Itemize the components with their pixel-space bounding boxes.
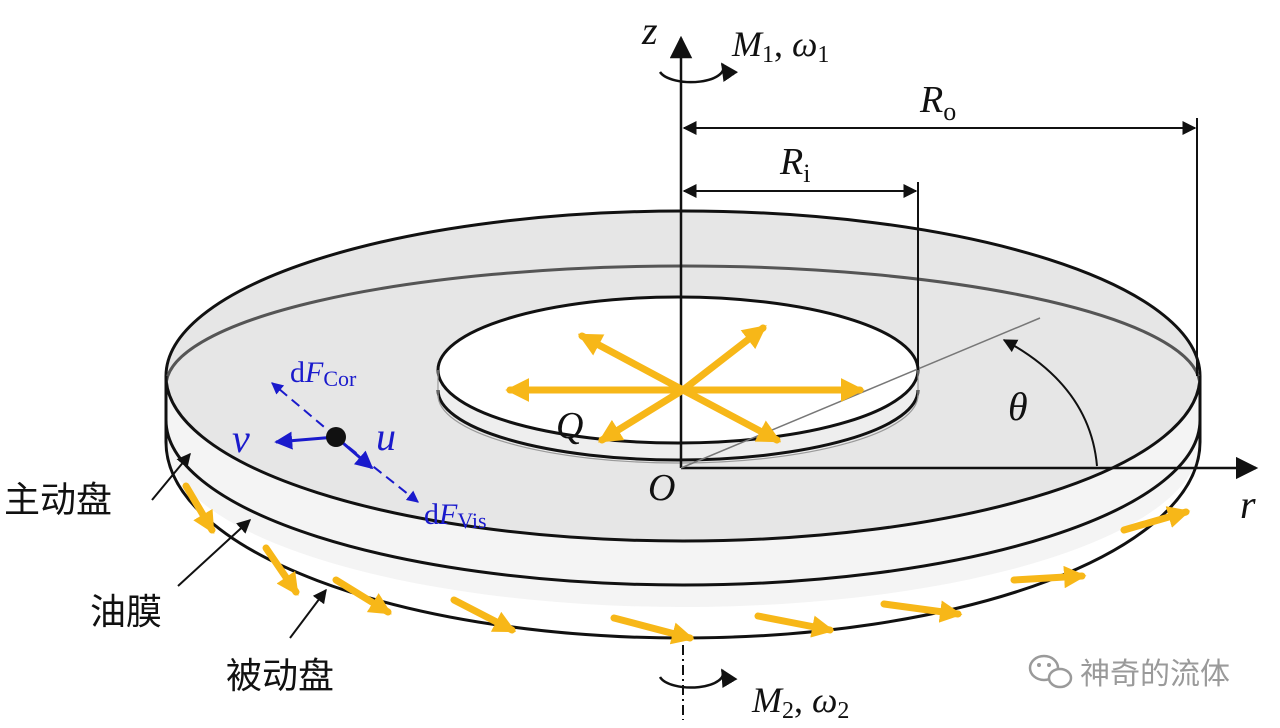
rim-arrow-7 [880,600,963,623]
flow-Q-label: Q [556,405,583,447]
Ro-label: Ro [919,79,956,126]
leader-driving-disk [151,452,191,501]
bottom-rotation-arrow [658,668,738,689]
u-label: u [376,414,396,459]
v-label: v [232,416,250,461]
disk-body [164,209,1202,640]
bottom-moment-label: M2, ω2 [751,680,849,724]
flow-arrow-upleft [577,332,687,394]
leader-driven-disk [289,588,327,639]
watermark: 神奇的流体 [1028,654,1230,692]
rim-arrow-3 [332,576,392,616]
rim-flow-arrows [182,482,1191,645]
labels: z r O θ M1, ω1 M2, ω2 Ro Ri Q dFCor dFVi… [4,8,1256,724]
watermark-text: 神奇的流体 [1080,657,1230,692]
dF-vis-label: dFVis [424,498,487,533]
theta-arc [1002,339,1098,467]
z-axis-label: z [641,8,658,53]
flow-arrow-downleft [597,386,687,444]
wechat-icon [1028,654,1073,689]
flow-arrow-upright [679,324,767,394]
theta-label: θ [1008,384,1028,429]
rim-arrow-2 [262,544,300,596]
rim-arrow-8 [1010,565,1087,589]
disk-top-face [166,211,1200,541]
inner-hole-top [436,295,920,445]
driving-disk-bottom-edge [164,419,1202,587]
driven-disk-label: 被动盘 [226,656,334,697]
dF-cor-label: dFCor [290,356,357,391]
rim-arrow-5 [610,614,695,645]
inner-hole-bottom-thin [437,394,919,464]
origin-label: O [648,467,675,509]
radial-flow-arrows [505,324,865,444]
dimensions [682,118,1198,376]
top-moment-label: M1, ω1 [731,24,829,68]
force-vectors [271,382,419,503]
disk-rim-side [166,376,1200,607]
inner-hole-lower [436,389,920,462]
rim-arrow-4 [450,596,516,634]
rotation-arrows [658,62,739,689]
dF-cor-vector [271,382,337,438]
rim-arrow-9 [1120,506,1191,534]
leader-oil-film [177,519,252,587]
oil-film-label: 油膜 [90,592,162,633]
flow-arrow-downright [679,386,782,444]
top-rotation-arrow [658,62,739,84]
fluid-particle [326,427,346,447]
driving-disk-label: 主动盘 [4,480,112,521]
axes [669,35,1259,720]
rim-arrow-6 [754,612,835,638]
r-axis-label: r [1240,482,1256,527]
oil-film-line [164,264,1202,387]
rim-arrow-1 [182,482,216,534]
Ri-label: Ri [779,141,810,188]
callout-leaders [151,452,327,639]
inner-hole-wall [438,370,918,463]
v-vector [274,431,337,450]
